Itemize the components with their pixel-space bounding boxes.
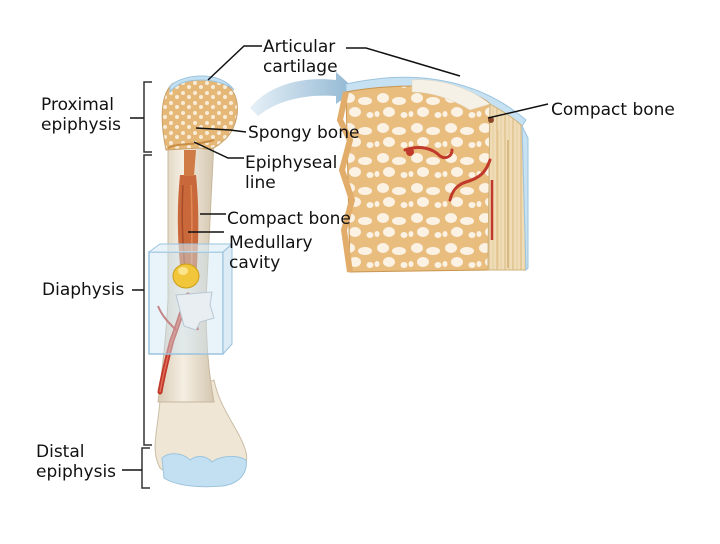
proximal-bracket <box>143 81 152 153</box>
leader-epiphyseal <box>193 141 244 159</box>
label-distal-epiphysis: Distal epiphysis <box>36 442 117 482</box>
leader-spongy <box>195 127 247 133</box>
region-brackets <box>141 81 152 489</box>
magnified-bone-section <box>250 72 529 273</box>
label-proximal-epiphysis: Proximal epiphysis <box>41 95 122 135</box>
label-articular-cartilage: Articular cartilage <box>263 37 338 77</box>
long-bone-illustration <box>148 75 248 488</box>
leader-articular-right <box>346 47 461 77</box>
distal-articular-cartilage <box>161 453 247 488</box>
label-epiphyseal-line: Epiphyseal line <box>245 153 338 193</box>
diaphysis-bracket <box>143 154 152 446</box>
label-compact-bone-right: Compact bone <box>551 100 675 120</box>
leader-compact-right <box>487 103 549 119</box>
label-spongy-bone: Spongy bone <box>248 123 360 143</box>
proximal-articular-cartilage <box>169 75 235 94</box>
distal-bracket <box>141 447 150 489</box>
label-medullary-cavity: Medullary cavity <box>229 233 313 273</box>
magnification-arrow <box>250 72 356 116</box>
label-compact-bone-left: Compact bone <box>227 209 351 229</box>
yellow-marrow <box>172 263 200 289</box>
leader-articular-left <box>207 45 262 81</box>
spongy-bone-block <box>345 85 491 273</box>
epiphyseal-line-shape <box>167 139 215 149</box>
leader-lines <box>122 45 549 471</box>
label-diaphysis: Diaphysis <box>42 280 125 300</box>
proximal-epiphysis-shape <box>161 77 238 151</box>
